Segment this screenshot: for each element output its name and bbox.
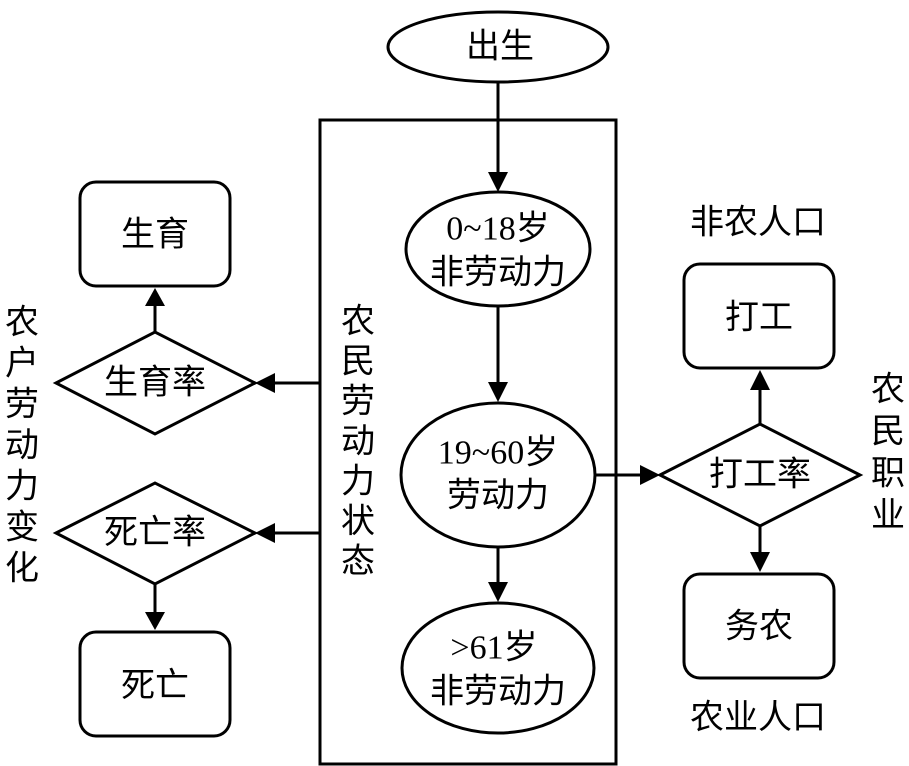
fertility-box: [78, 180, 232, 288]
right-label-char: 职: [871, 456, 905, 493]
arrowhead: [255, 523, 275, 543]
agri-population-label: 农业人口: [690, 699, 826, 737]
arrowhead: [488, 582, 508, 602]
mortality-rate-node: 死亡率: [52, 481, 259, 586]
age-0-18-node: 0~18岁 非劳动力: [404, 190, 592, 308]
center-label-char: 力: [341, 463, 375, 501]
fertility-rate-diamond: [52, 330, 259, 436]
right-label-char: 农: [871, 371, 905, 409]
arrowhead: [145, 612, 165, 630]
birth-label: 出生: [466, 28, 534, 66]
arrowhead: [750, 370, 770, 390]
farming-box: [682, 572, 836, 680]
arrowhead: [255, 373, 275, 393]
right-vertical-label: 农 民 职 业: [871, 371, 905, 535]
work-out-rate-diamond: [656, 422, 864, 528]
mortality-rate-diamond: [52, 481, 259, 586]
mortality-rate-label: 死亡率: [104, 514, 206, 552]
farming-label: 务农: [725, 608, 793, 646]
center-label-char: 民: [341, 344, 375, 381]
left-label-char: 农: [5, 304, 39, 342]
center-label-char: 态: [341, 543, 375, 581]
center-label-char: 劳: [341, 383, 375, 421]
right-label-char: 民: [871, 414, 905, 451]
arrowhead: [488, 382, 508, 402]
work-out-node: 打工: [682, 262, 836, 370]
left-label-char: 户: [5, 345, 39, 383]
age-0-18-ellipse: [404, 190, 592, 308]
fertility-label: 生育: [121, 216, 189, 254]
left-label-char: 劳: [5, 386, 39, 424]
work-out-rate-node: 打工率: [656, 422, 864, 528]
left-label-char: 变: [5, 509, 39, 547]
death-box: [78, 630, 232, 738]
center-label-char: 农: [341, 303, 375, 341]
death-node: 死亡: [78, 630, 232, 738]
age-19-60-node: 19~60岁 劳动力: [399, 401, 597, 549]
arrowhead: [640, 465, 660, 485]
left-label-char: 力: [5, 468, 39, 506]
center-label-char: 动: [341, 424, 375, 461]
left-label-char: 动: [5, 428, 39, 465]
arrowhead: [750, 552, 770, 572]
age-0-18-status: 非劳动力: [430, 254, 566, 292]
arrowhead: [145, 288, 165, 306]
left-label-char: 化: [5, 550, 39, 588]
farming-node: 务农: [682, 572, 836, 680]
non-agri-population-label: 非农人口: [690, 204, 826, 242]
age-61-label: >61岁: [450, 629, 537, 667]
right-label-char: 业: [871, 498, 905, 535]
age-61-ellipse: [400, 601, 596, 735]
fertility-rate-node: 生育率: [52, 330, 259, 436]
death-label: 死亡: [121, 667, 189, 705]
birth-ellipse: [386, 10, 610, 84]
age-19-60-status: 劳动力: [447, 477, 549, 515]
center-label-char: 状: [341, 503, 375, 541]
age-19-60-ellipse: [399, 401, 597, 549]
age-61-status: 非劳动力: [430, 673, 566, 711]
fertility-rate-label: 生育率: [104, 364, 206, 402]
birth-node: 出生: [386, 10, 610, 84]
age-19-60-label: 19~60岁: [438, 434, 558, 472]
work-out-box: [682, 262, 836, 370]
age-61-node: >61岁 非劳动力: [400, 601, 596, 735]
connectors: [145, 82, 770, 630]
age-0-18-label: 0~18岁: [446, 210, 549, 248]
center-vertical-label: 农 民 劳 动 力 状 态: [341, 303, 375, 581]
work-out-rate-label: 打工率: [709, 456, 811, 494]
work-out-label: 打工: [725, 299, 793, 337]
fertility-node: 生育: [78, 180, 232, 288]
left-vertical-label: 农 户 劳 动 力 变 化: [5, 304, 39, 588]
arrowhead: [488, 172, 508, 192]
labor-status-frame: [318, 118, 618, 766]
